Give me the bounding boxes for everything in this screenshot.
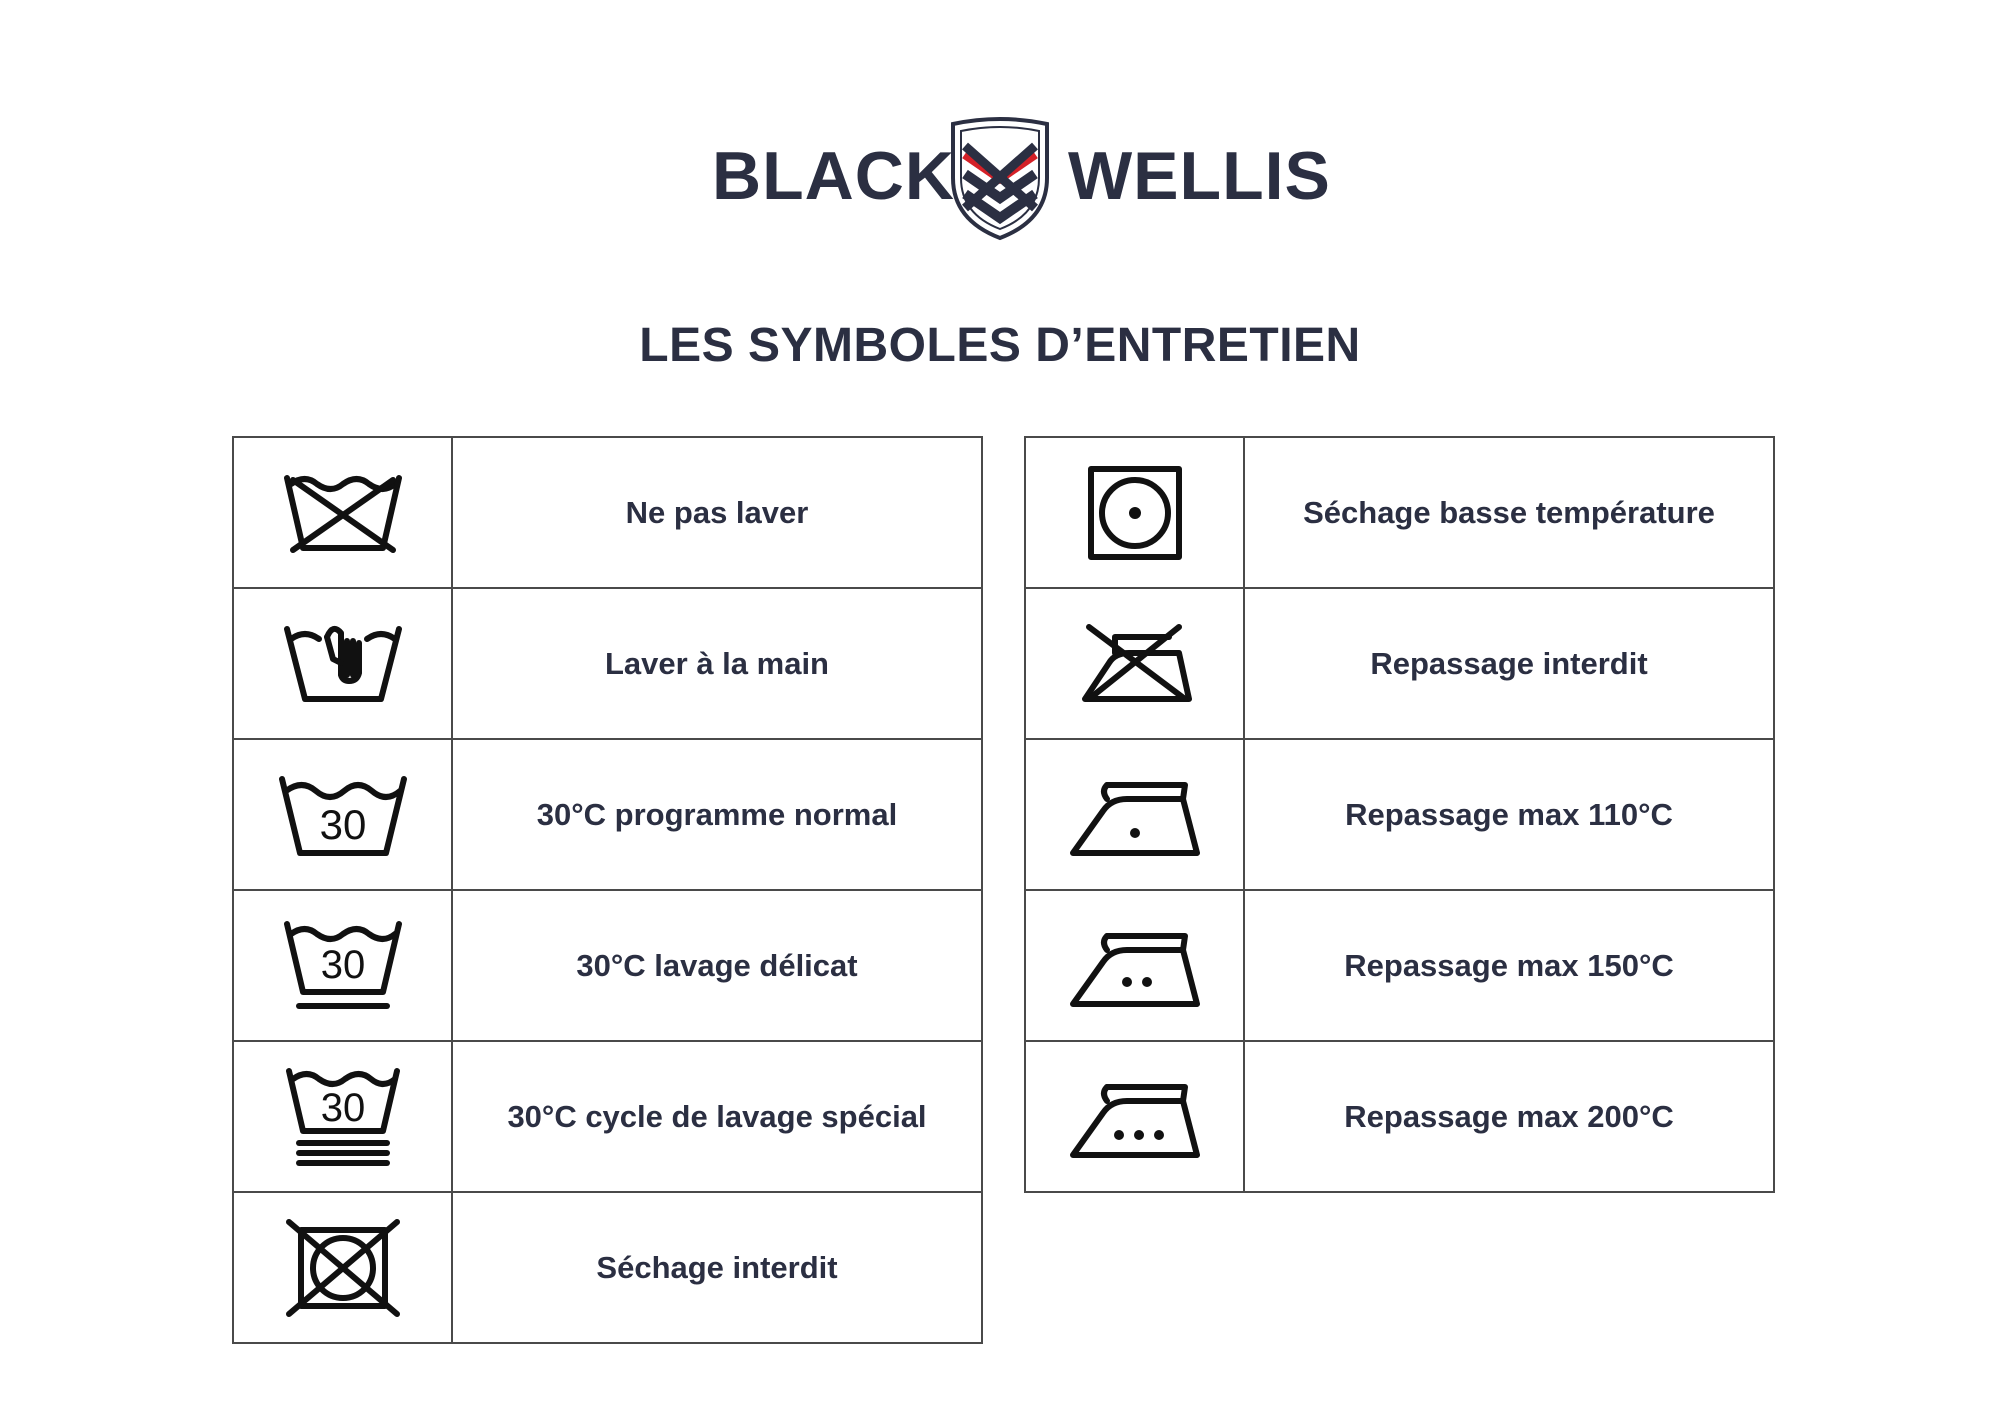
hand-wash-icon bbox=[283, 625, 402, 702]
wash-30-special-icon: 30 bbox=[285, 1067, 400, 1166]
care-label: Repassage max 110°C bbox=[1243, 738, 1775, 891]
temperature-text: 30 bbox=[319, 801, 366, 848]
temperature-text: 30 bbox=[320, 943, 365, 987]
do-not-iron-icon bbox=[1081, 623, 1192, 702]
table-row: Séchage basse température bbox=[1024, 436, 1775, 589]
page-title: LES SYMBOLES D’ENTRETIEN bbox=[639, 319, 1361, 372]
care-table-right: Séchage basse température Repassage inte… bbox=[1024, 436, 1775, 1193]
table-row: Ne pas laver bbox=[232, 436, 983, 589]
table-row: Repassage max 150°C bbox=[1024, 889, 1775, 1042]
care-label: Repassage max 150°C bbox=[1243, 889, 1775, 1042]
do-not-tumble-dry-icon bbox=[285, 1218, 400, 1317]
temperature-text: 30 bbox=[320, 1086, 365, 1130]
table-row: Repassage max 110°C bbox=[1024, 738, 1775, 891]
table-row: 30 30°C programme normal bbox=[232, 738, 983, 891]
shield-icon bbox=[951, 117, 1049, 241]
care-label: Séchage basse température bbox=[1243, 436, 1775, 589]
table-row: Séchage interdit bbox=[232, 1191, 983, 1344]
brand-logo: BLACK WELLIS bbox=[700, 112, 1330, 248]
iron-high-icon bbox=[1069, 1083, 1200, 1158]
table-row: Repassage interdit bbox=[1024, 587, 1775, 740]
care-label: Ne pas laver bbox=[451, 436, 983, 589]
care-table-left: Ne pas laver Laver à la main 30 30°C pro… bbox=[232, 436, 983, 1344]
care-label: Séchage interdit bbox=[451, 1191, 983, 1344]
care-label: 30°C cycle de lavage spécial bbox=[451, 1040, 983, 1193]
table-row: 30 30°C cycle de lavage spécial bbox=[232, 1040, 983, 1193]
tumble-dry-low-icon bbox=[1087, 465, 1182, 560]
care-label: Laver à la main bbox=[451, 587, 983, 740]
table-row: 30 30°C lavage délicat bbox=[232, 889, 983, 1042]
care-label: Repassage interdit bbox=[1243, 587, 1775, 740]
brand-name-right: WELLIS bbox=[1068, 138, 1331, 214]
do-not-wash-icon bbox=[283, 474, 402, 553]
wash-30-delicate-icon: 30 bbox=[283, 920, 402, 1009]
iron-low-icon bbox=[1069, 781, 1200, 856]
brand-name-left: BLACK bbox=[712, 138, 955, 214]
table-row: Repassage max 200°C bbox=[1024, 1040, 1775, 1193]
iron-medium-icon bbox=[1069, 932, 1200, 1007]
wash-30-normal-icon: 30 bbox=[278, 775, 407, 856]
table-row: Laver à la main bbox=[232, 587, 983, 740]
care-label: Repassage max 200°C bbox=[1243, 1040, 1775, 1193]
care-label: 30°C programme normal bbox=[451, 738, 983, 891]
care-label: 30°C lavage délicat bbox=[451, 889, 983, 1042]
